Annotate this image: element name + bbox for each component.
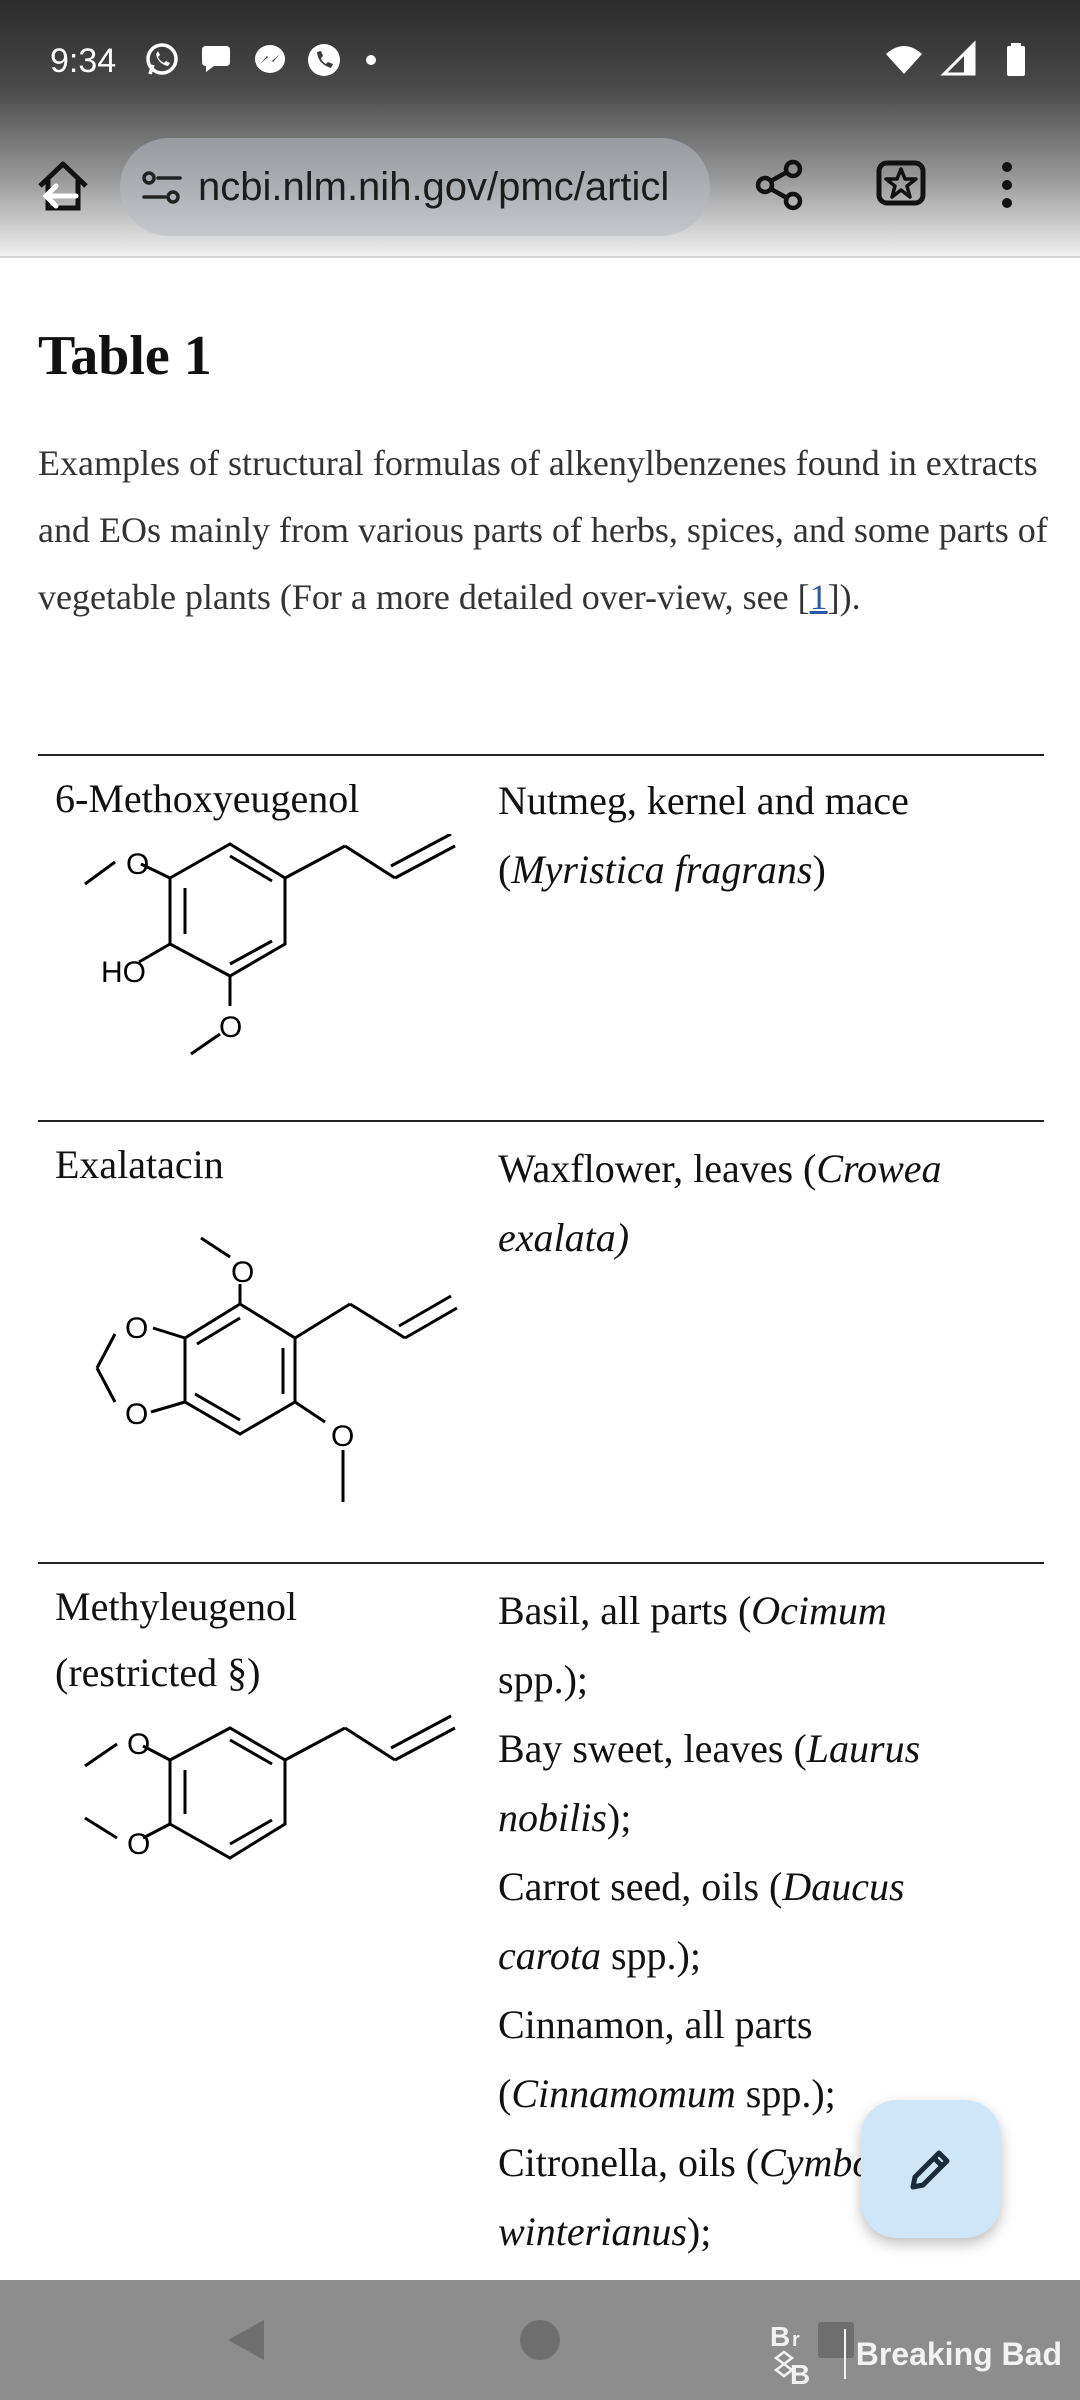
structure-methyleugenol: O O <box>84 1714 456 1861</box>
structure-exalatacin: O O O O <box>95 1236 458 1502</box>
svg-text:O: O <box>219 1011 242 1044</box>
reference-link[interactable]: 1 <box>809 577 828 617</box>
svg-text:O: O <box>125 1398 148 1431</box>
svg-text:O: O <box>126 848 149 881</box>
dot-icon <box>366 55 376 65</box>
chat-bubble-icon <box>202 46 230 72</box>
svg-text:B: B <box>790 2359 810 2390</box>
browser-toolbar: ncbi.nlm.nih.gov/pmc/articl <box>0 130 1080 240</box>
edit-fab-button[interactable] <box>861 2100 1001 2238</box>
edit-pencil-icon <box>910 2150 950 2190</box>
status-bar: 9:34 <box>0 0 1080 120</box>
whatsapp-icon <box>146 43 178 75</box>
svg-text:O: O <box>125 1312 148 1345</box>
site-settings-icon[interactable] <box>140 168 184 208</box>
more-menu-button[interactable] <box>982 150 1032 220</box>
system-nav-bar <box>0 2280 1080 2400</box>
table-rule <box>38 1562 1044 1564</box>
messenger-icon <box>255 45 285 73</box>
back-triangle-icon <box>228 2320 264 2360</box>
breaking-bad-logo: B r B <box>770 2321 810 2390</box>
home-button[interactable] <box>28 152 98 222</box>
home-circle-icon <box>520 2320 560 2360</box>
signal-icon <box>940 40 976 76</box>
system-status-icons <box>884 40 1036 80</box>
source-cell: Waxflower, leaves (Crowea exalata) <box>498 1134 1058 1272</box>
table-rule <box>38 754 1044 756</box>
compound-name: Exalatacin <box>55 1142 224 1187</box>
source-line-italic: exalata) <box>498 1215 630 1260</box>
notification-icons <box>142 40 376 80</box>
more-vert-icon <box>1002 162 1012 208</box>
watermark-text: Breaking Bad <box>855 2335 1062 2372</box>
svg-text:r: r <box>792 2329 800 2351</box>
url-text[interactable]: ncbi.nlm.nih.gov/pmc/articl <box>198 164 670 209</box>
share-icon <box>755 159 803 211</box>
share-button[interactable] <box>744 150 814 220</box>
compound-name: Methyleugenol (restricted §) <box>55 1584 298 1695</box>
nav-back-button[interactable] <box>216 2280 276 2400</box>
source-cell: Nutmeg, kernel and mace (Myristica fragr… <box>498 766 1058 904</box>
phone-icon <box>308 44 340 76</box>
browser-chrome: 9:34 <box>0 0 1080 258</box>
wifi-icon <box>886 46 922 74</box>
svg-text:B: B <box>770 2321 790 2352</box>
watermark: B r B Breaking Bad <box>770 2318 1062 2390</box>
source-line-italic: (Myristica fragrans) <box>498 847 826 892</box>
compound-name: 6-Methoxyeugenol <box>55 776 360 821</box>
svg-text:O: O <box>127 1828 150 1861</box>
structure-6-methoxyeugenol: O HO O <box>84 834 456 1056</box>
table-caption: Examples of structural formulas of alken… <box>38 443 1048 617</box>
battery-icon <box>1007 43 1025 76</box>
bookmark-button[interactable] <box>866 150 936 220</box>
bookmark-star-icon <box>876 160 926 206</box>
nav-home-button[interactable] <box>510 2280 570 2400</box>
url-bar[interactable]: ncbi.nlm.nih.gov/pmc/articl <box>120 138 710 236</box>
source-line-italic: Waxflower, leaves (Crowea <box>498 1146 942 1191</box>
svg-text:O: O <box>127 1728 150 1761</box>
home-icon <box>38 161 88 211</box>
svg-text:O: O <box>231 1256 254 1289</box>
table-rule <box>38 1120 1044 1122</box>
table-title: Table 1 <box>38 325 212 387</box>
status-clock: 9:34 <box>50 42 117 80</box>
svg-text:O: O <box>331 1420 354 1453</box>
svg-text:HO: HO <box>101 956 146 989</box>
